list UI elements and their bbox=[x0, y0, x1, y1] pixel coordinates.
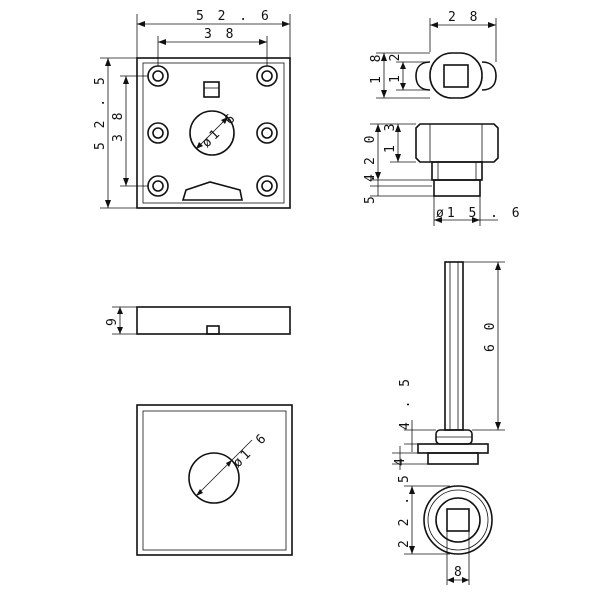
side-height-total-label: 2 0 bbox=[363, 133, 378, 165]
side-collar bbox=[431, 161, 483, 181]
front-plate-outer bbox=[136, 57, 291, 209]
profile-plate bbox=[136, 306, 291, 335]
top-height-inner-label: 1 2 bbox=[388, 51, 403, 83]
front-center-hole bbox=[189, 110, 235, 156]
cover-view: ø1 6 bbox=[136, 404, 293, 556]
spindle-view: 6 0 4 . 5 4 bbox=[392, 261, 505, 470]
knob-square-label: 8 bbox=[454, 565, 465, 580]
cover-center-hole bbox=[188, 452, 240, 504]
cover-plate-inner bbox=[142, 410, 287, 551]
front-height-outer-label: 5 2 . 5 bbox=[93, 74, 108, 150]
front-plate-inner bbox=[142, 62, 285, 204]
spindle-bar bbox=[444, 261, 464, 431]
spindle-length-label: 6 0 bbox=[483, 320, 498, 352]
profile-thickness-label: 9 bbox=[105, 315, 120, 326]
side-height-cap-label: 1 3 bbox=[383, 121, 398, 153]
indicator-slot bbox=[203, 81, 220, 98]
top-view: 2 8 1 8 1 2 bbox=[369, 10, 497, 99]
cover-plate-outer bbox=[136, 404, 293, 556]
knob-outer bbox=[423, 485, 493, 555]
spindle-collar-label: 4 . 5 bbox=[398, 376, 413, 430]
cover-hole-dia-label: ø1 6 bbox=[230, 430, 271, 471]
spindle-flange bbox=[417, 443, 489, 454]
spindle-flange-label: 4 bbox=[393, 455, 408, 466]
front-width-inner-label: 3 8 bbox=[204, 27, 236, 42]
front-height-inner-label: 3 8 bbox=[111, 110, 126, 142]
side-cap bbox=[415, 123, 499, 163]
side-dia-label: ø1 5 . 6 bbox=[436, 206, 523, 221]
top-height-outer-label: 1 8 bbox=[369, 52, 384, 84]
side-height-collar-label: 4 bbox=[363, 171, 378, 182]
top-body bbox=[429, 52, 483, 99]
top-square bbox=[443, 64, 469, 88]
profile-tab bbox=[206, 325, 220, 335]
side-height-base-label: 5 . bbox=[363, 172, 378, 204]
bottom-slot bbox=[181, 181, 243, 201]
front-width-outer-label: 5 2 . 6 bbox=[196, 9, 272, 24]
side-base bbox=[433, 179, 481, 197]
spindle-base bbox=[427, 452, 479, 465]
side-view: 2 0 1 3 4 5 . ø1 5 . 6 bbox=[363, 121, 523, 226]
knob-inner bbox=[435, 497, 481, 543]
profile-view: 9 bbox=[105, 306, 291, 335]
front-view: ø1 6 5 2 . 6 3 8 5 2 . 5 3 8 bbox=[93, 9, 291, 209]
top-width-label: 2 8 bbox=[448, 10, 480, 25]
knob-view: 2 2 . 5 8 bbox=[397, 472, 493, 585]
knob-dia-label: 2 2 . 5 bbox=[397, 472, 412, 548]
knob-square bbox=[446, 508, 470, 532]
